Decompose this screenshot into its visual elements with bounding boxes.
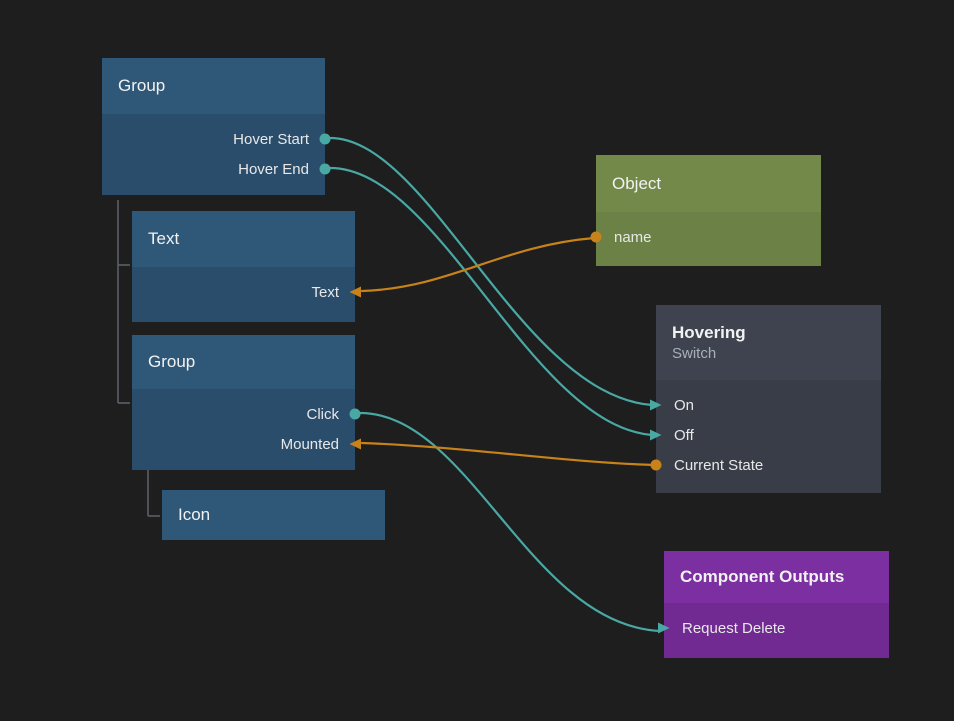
node-icon-node[interactable]: Icon <box>162 490 385 540</box>
node-title: Component Outputs <box>680 567 845 586</box>
node-header-text-node[interactable]: Text <box>132 211 355 267</box>
port-circle-icon[interactable] <box>348 407 362 421</box>
port-label: Text <box>311 283 339 301</box>
node-subtitle: Switch <box>672 345 717 362</box>
node-body-object-node: name <box>590 212 821 266</box>
node-title: Group <box>118 76 166 95</box>
node-title: Object <box>612 173 662 193</box>
node-header-component-outputs[interactable]: Component Outputs <box>664 551 889 603</box>
port-hover-start[interactable]: Hover Start <box>102 124 331 154</box>
port-label: Click <box>306 405 340 423</box>
port-label: Current State <box>674 456 764 474</box>
port-arrow-left-icon[interactable] <box>348 437 362 451</box>
port-circle-icon[interactable] <box>649 458 663 472</box>
port-hover-end[interactable]: Hover End <box>102 154 331 184</box>
port-arrow-right-icon[interactable] <box>649 398 663 412</box>
port-circle-icon[interactable] <box>589 230 603 244</box>
port-request-delete[interactable]: Request Delete <box>658 613 889 643</box>
edge-name-to-text[interactable] <box>360 236 596 293</box>
port-circle-icon[interactable] <box>318 162 332 176</box>
port-off[interactable]: Off <box>650 420 881 450</box>
node-title: Text <box>148 229 180 248</box>
port-current-state[interactable]: Current State <box>650 450 881 480</box>
node-body-component-outputs: Request Delete <box>658 603 889 658</box>
node-header-object-node[interactable]: Object <box>596 155 821 212</box>
port-click[interactable]: Click <box>132 399 361 429</box>
port-label: name <box>614 228 652 246</box>
node-title: Hovering <box>672 323 746 342</box>
node-object-node[interactable]: Object name <box>590 155 821 266</box>
port-arrow-left-icon[interactable] <box>348 285 362 299</box>
port-on[interactable]: On <box>650 390 881 420</box>
edge-currentstate-to-mounted[interactable] <box>360 441 656 467</box>
node-title: Icon <box>178 505 211 524</box>
port-arrow-right-icon[interactable] <box>657 621 671 635</box>
port-text[interactable]: Text <box>132 277 361 307</box>
node-title: Group <box>148 352 196 371</box>
node-header-icon-node[interactable]: Icon <box>162 490 385 540</box>
port-label: On <box>674 396 695 414</box>
port-mounted[interactable]: Mounted <box>132 429 361 459</box>
node-body-text-node: Text <box>132 267 361 322</box>
port-arrow-right-icon[interactable] <box>649 428 663 442</box>
port-label: Hover End <box>238 160 309 178</box>
port-label: Hover Start <box>233 130 309 148</box>
port-circle-icon[interactable] <box>318 132 332 146</box>
node-header-group-root[interactable]: Group <box>102 58 325 114</box>
node-header-group-child[interactable]: Group <box>132 335 355 389</box>
port-label: Request Delete <box>682 619 786 637</box>
port-label: Off <box>674 426 694 444</box>
port-label: Mounted <box>280 435 339 453</box>
port-name[interactable]: name <box>590 222 821 252</box>
edge-click-to-requestdelete[interactable] <box>358 411 662 633</box>
